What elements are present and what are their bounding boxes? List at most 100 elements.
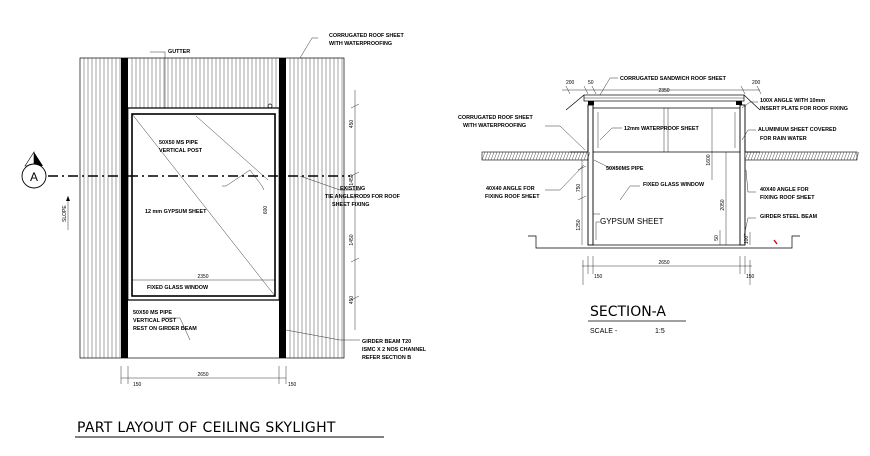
label-sec-roof-1: CORRUGATED ROOF SHEET	[458, 115, 533, 121]
marker-letter: A	[30, 170, 38, 184]
roof-hatch-line	[490, 151, 495, 161]
label-angle-r1: 40X40 ANGLE FOR	[760, 187, 809, 193]
roof-hatch-line	[783, 151, 788, 161]
roof-hatch-line	[756, 151, 761, 161]
sec-dim-top-mid: 2350	[658, 88, 669, 94]
label-girder-2: ISMC X 2 NOS CHANNEL	[362, 347, 427, 353]
roof-hatch-line	[502, 151, 507, 161]
roof-hatch-line	[765, 151, 770, 161]
roof-hatch-line	[840, 151, 845, 161]
roof-hatch-line	[807, 151, 812, 161]
roof-hatch-line	[768, 151, 773, 161]
label-sec-gypsum: GYPSUM SHEET	[600, 217, 664, 226]
roof-hatch-line	[541, 151, 546, 161]
roof-hatch-line	[514, 151, 519, 161]
label-pipe-1: 50X50 MS PIPE	[159, 140, 198, 146]
roof-hatch-line	[774, 151, 779, 161]
roof-hatch-line	[795, 151, 800, 161]
right-post	[739, 104, 746, 246]
label-girder-1: GIRDER BEAM T20	[362, 339, 411, 345]
roof-hatch-line	[532, 151, 537, 161]
label-post-2: VERTICAL POST	[133, 318, 177, 324]
corrugation-right	[289, 58, 343, 358]
dim-1450-a: 1450	[349, 174, 355, 185]
roof-hatch-line	[828, 151, 833, 161]
roof-hatch-line	[804, 151, 809, 161]
roof-hatch-line	[798, 151, 803, 161]
label-gypsum-plan: 12 mm GYPSUM SHEET	[145, 209, 207, 215]
corrugation-top	[131, 58, 277, 108]
roof-hatch-line	[771, 151, 776, 161]
label-angle-r2: FIXING ROOF SHEET	[760, 195, 815, 201]
label-existing: EXISTING	[340, 186, 365, 192]
scale-value: 1:5	[655, 328, 665, 335]
roof-hatch-line	[553, 151, 558, 161]
roof-hatch-line	[780, 151, 785, 161]
roof-hatch-line	[505, 151, 510, 161]
girder-channel-right	[279, 58, 286, 358]
label-angle-l1: 40X40 ANGLE FOR	[486, 186, 535, 192]
sec-dim-top-r: 200	[752, 80, 761, 86]
roof-hatch-line	[816, 151, 821, 161]
sec-dim-h2: 1250	[576, 219, 582, 230]
roof-hatch-line	[762, 151, 767, 161]
roof-hatch-line	[487, 151, 492, 161]
roof-hatch-line	[574, 151, 579, 161]
roof-hatch-line	[855, 151, 860, 161]
dim-1450-b: 1450	[349, 234, 355, 245]
roof-hatch-line	[556, 151, 561, 161]
corrugation-left	[83, 58, 121, 358]
skylight-inner-frame	[131, 113, 276, 297]
roof-hatch-line	[499, 151, 504, 161]
label-sec-fixed: FIXED GLASS WINDOW	[643, 182, 705, 188]
roof-hatch-line	[777, 151, 782, 161]
dim-inner-width: 2350	[197, 274, 208, 280]
girder-channel-left	[121, 58, 128, 358]
sec-dim-h6: 100	[744, 236, 750, 245]
roof-hatch-line	[834, 151, 839, 161]
roof-hatch-line	[559, 151, 564, 161]
roof-hatch-line	[750, 151, 755, 161]
roof-hatch-line	[831, 151, 836, 161]
roof-hatch-line	[535, 151, 540, 161]
label-post-3: REST ON GIRDER BEAM	[133, 326, 197, 332]
roof-hatch-line	[837, 151, 842, 161]
roof-hatch-line	[819, 151, 824, 161]
label-tie-angle-1: TIE ANGLE/ROD9 FOR ROOF	[325, 194, 401, 200]
dim-right-offset: 150	[288, 382, 297, 388]
dim-450-top: 450	[349, 120, 355, 129]
roof-hatch-line	[849, 151, 854, 161]
plan-title: PART LAYOUT OF CEILING SKYLIGHT	[77, 420, 336, 436]
label-post-1: 50X50 MS PIPE	[133, 310, 172, 316]
sec-dim-h4: 1600	[706, 154, 712, 165]
label-angle-l2: FIXING ROOF SHEET	[485, 194, 540, 200]
roof-hatch-line	[508, 151, 513, 161]
label-waterproof: 12mm WATERPROOF SHEET	[624, 126, 699, 132]
roof-hatch-line	[810, 151, 815, 161]
label-roof-sheet-2: WITH WATERPROOFING	[329, 41, 392, 47]
roof-hatch-line	[580, 151, 585, 161]
label-sec-pipe: 50X50MS PIPE	[606, 166, 644, 172]
roof-hatch-line	[520, 151, 525, 161]
scale-label: SCALE -	[590, 328, 618, 335]
skylight-frame	[127, 107, 280, 301]
roof-hatch-line	[550, 151, 555, 161]
label-pipe-2: VERTICAL POST	[159, 148, 203, 154]
sec-dim-bot-r: 150	[746, 274, 755, 280]
label-angle-1: 100X ANGLE WITH 10mm	[760, 98, 825, 104]
label-gutter: GUTTER	[168, 49, 190, 55]
roof-hatch-line	[568, 151, 573, 161]
roof-hatch-line	[526, 151, 531, 161]
label-sandwich: CORRUGATED SANDWICH ROOF SHEET	[620, 76, 727, 82]
roof-hatch-line	[577, 151, 582, 161]
plan-view: A SLOPE 450 1450 1450 450 600 2350 2650 …	[21, 33, 427, 438]
roof-hatch-line	[792, 151, 797, 161]
left-post	[587, 104, 594, 246]
section-title: SECTION-A	[590, 304, 666, 320]
roof-hatch-line	[843, 151, 848, 161]
label-tie-angle-2: SHEET FIXING	[332, 202, 369, 208]
roof-hatch-line	[538, 151, 543, 161]
label-alu-1: ALUMINIUM SHEET COVERED	[758, 127, 837, 133]
roof-hatch-line	[753, 151, 758, 161]
label-alu-2: FOR RAIN WATER	[760, 136, 807, 142]
